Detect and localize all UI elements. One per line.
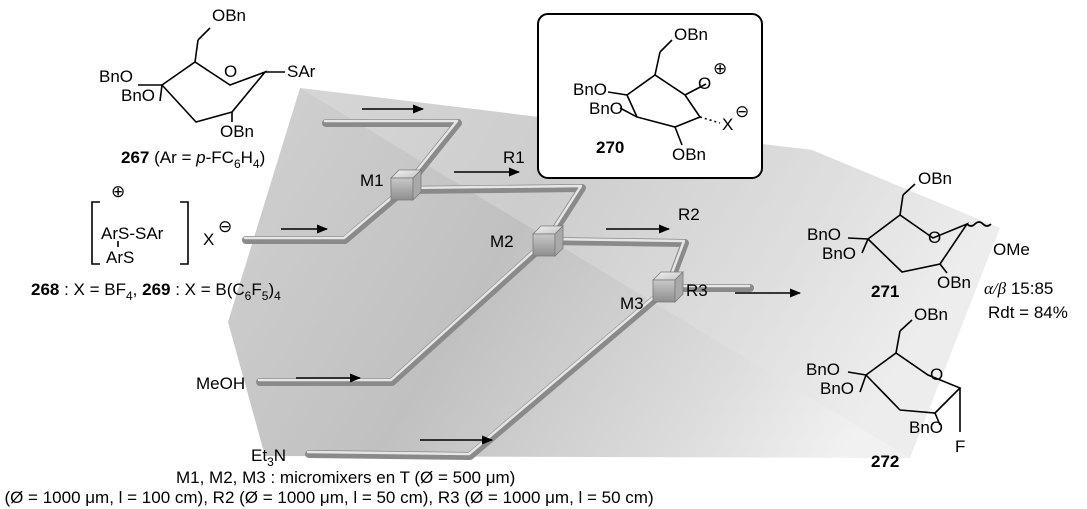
reactor-r2-label: R2	[678, 205, 700, 224]
structure-267	[138, 28, 285, 122]
mixer-m2-label: M2	[490, 232, 514, 251]
structure-271-o4-group: BnO	[807, 225, 841, 244]
selectivity-271: α/β 15:85	[984, 279, 1053, 298]
structure-270-o2-group: OBn	[672, 145, 706, 164]
structure-272-o2-group: BnO	[909, 418, 943, 437]
mixer-m1-label: M1	[360, 171, 384, 190]
structure-270-minus-charge: ⊖	[735, 102, 749, 121]
structure-267-anomeric: SAr	[287, 62, 316, 81]
compound-267-caption: 267 (Ar = p-FC6H4)	[121, 148, 265, 171]
structure-270-x: X	[722, 115, 733, 134]
structure-268-bottom: ArS	[106, 248, 134, 267]
structure-270-o3-group: BnO	[589, 99, 623, 118]
structure-271-ring-o: O	[928, 228, 941, 247]
structure-268-counterion: X	[203, 230, 214, 249]
structure-270-c6-group: OBn	[674, 25, 708, 44]
mixer-m3-label: M3	[620, 294, 644, 313]
structure-271-anomeric: OMe	[993, 240, 1030, 259]
structure-267-ring-o: O	[224, 62, 237, 81]
structure-267-o3-group: BnO	[121, 86, 155, 105]
structure-272-anomeric: F	[955, 437, 965, 456]
structure-272-o4-group: BnO	[806, 360, 840, 379]
structure-267-o4-group: BnO	[99, 67, 133, 86]
reactor-r1-label: R1	[503, 148, 525, 167]
caption-line-1: M1, M2, M3 : micromixers en T (Ø = 500 μ…	[176, 468, 515, 487]
compound-270-number: 270	[596, 138, 624, 157]
structure-267-c6-group: OBn	[212, 6, 246, 25]
structure-271-c6-group: OBn	[918, 169, 952, 188]
structure-268-plus-charge: ⊕	[111, 182, 125, 201]
structure-270-ring-o: O	[698, 74, 711, 93]
structure-268-top: ArS-SAr	[101, 224, 164, 243]
structure-271-o2-group: OBn	[937, 273, 971, 292]
mixer-m3	[653, 272, 683, 302]
yield-271: Rdt = 84%	[988, 303, 1068, 322]
structure-272-o3-group: BnO	[820, 379, 854, 398]
structure-272-ring-o: O	[930, 365, 943, 384]
structure-270-plus-charge: ⊕	[713, 59, 727, 78]
reactor-r3-label: R3	[686, 281, 708, 300]
mixer-m1	[391, 170, 421, 200]
compound-271-number: 271	[871, 282, 899, 301]
structure-272-c6-group: OBn	[914, 305, 948, 324]
caption-line-2: R1 (Ø = 1000 μm, l = 100 cm), R2 (Ø = 10…	[0, 488, 654, 507]
structure-271-o3-group: BnO	[822, 244, 856, 263]
structure-267-o2-group: OBn	[220, 122, 254, 141]
compound-272-number: 272	[871, 452, 899, 471]
structure-270-o4-group: BnO	[573, 80, 607, 99]
structure-268-minus-charge: ⊖	[218, 217, 232, 236]
mixer-m2	[533, 226, 563, 256]
intermediate-270-box	[538, 14, 762, 178]
reagent-meoh: MeOH	[196, 374, 245, 393]
